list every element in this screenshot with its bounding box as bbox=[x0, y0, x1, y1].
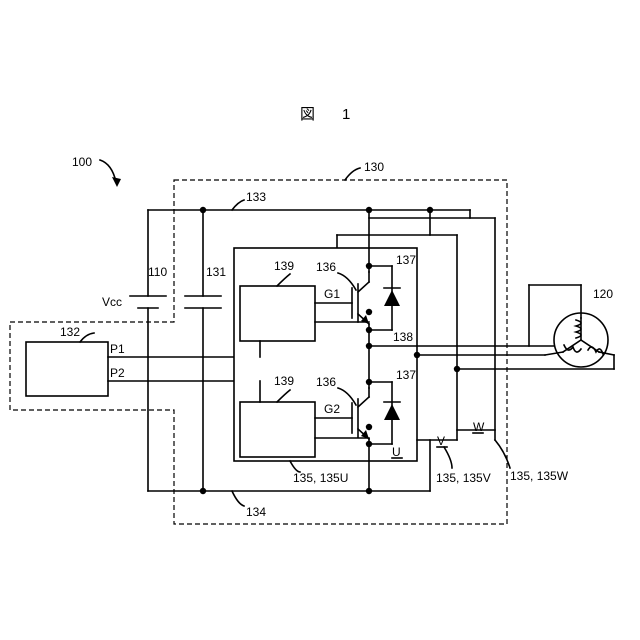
label-gate-lower: G2 bbox=[324, 402, 340, 416]
pos-bus-leader bbox=[232, 200, 244, 210]
label-controller: 132 bbox=[60, 325, 80, 339]
label-gate-upper: G1 bbox=[324, 287, 340, 301]
label-battery: 110 bbox=[148, 265, 167, 279]
figure-title: 図 1 bbox=[300, 106, 356, 123]
label-midpoint: 138 bbox=[393, 330, 413, 344]
gate-driver-upper bbox=[240, 286, 315, 341]
label-pos-bus: 133 bbox=[246, 190, 266, 204]
label-inverter: 130 bbox=[364, 160, 384, 174]
label-motor: 120 bbox=[593, 287, 613, 301]
label-module-u: 135, 135U bbox=[293, 471, 348, 485]
label-neg-bus: 134 bbox=[246, 505, 266, 519]
label-gate-driver-upper: 139 bbox=[274, 259, 294, 273]
label-system: 100 bbox=[72, 155, 92, 169]
neg-bus-leader bbox=[232, 491, 244, 506]
label-phase-v: V bbox=[437, 434, 445, 448]
gate-driver-lower bbox=[240, 402, 315, 457]
label-phase-u: U bbox=[392, 445, 401, 459]
label-phase-w: W bbox=[473, 420, 485, 434]
label-module-v: 135, 135V bbox=[436, 471, 491, 485]
label-vcc: Vcc bbox=[102, 295, 122, 309]
label-signal-p1: P1 bbox=[110, 342, 125, 356]
controller-box bbox=[26, 342, 108, 396]
label-module-w: 135, 135W bbox=[510, 469, 569, 483]
label-diode-lower: 137 bbox=[396, 368, 416, 382]
label-diode-upper: 137 bbox=[396, 253, 416, 267]
label-igbt-upper: 136 bbox=[316, 260, 336, 274]
label-gate-driver-lower: 139 bbox=[274, 374, 294, 388]
inverter-leader bbox=[345, 168, 360, 180]
module-w-leader bbox=[495, 440, 510, 468]
module-v-leader bbox=[444, 447, 452, 468]
system-pointer-arrowhead bbox=[112, 177, 121, 187]
label-igbt-lower: 136 bbox=[316, 375, 336, 389]
label-signal-p2: P2 bbox=[110, 366, 125, 380]
controller-leader bbox=[80, 333, 94, 342]
label-capacitor: 131 bbox=[206, 265, 226, 279]
